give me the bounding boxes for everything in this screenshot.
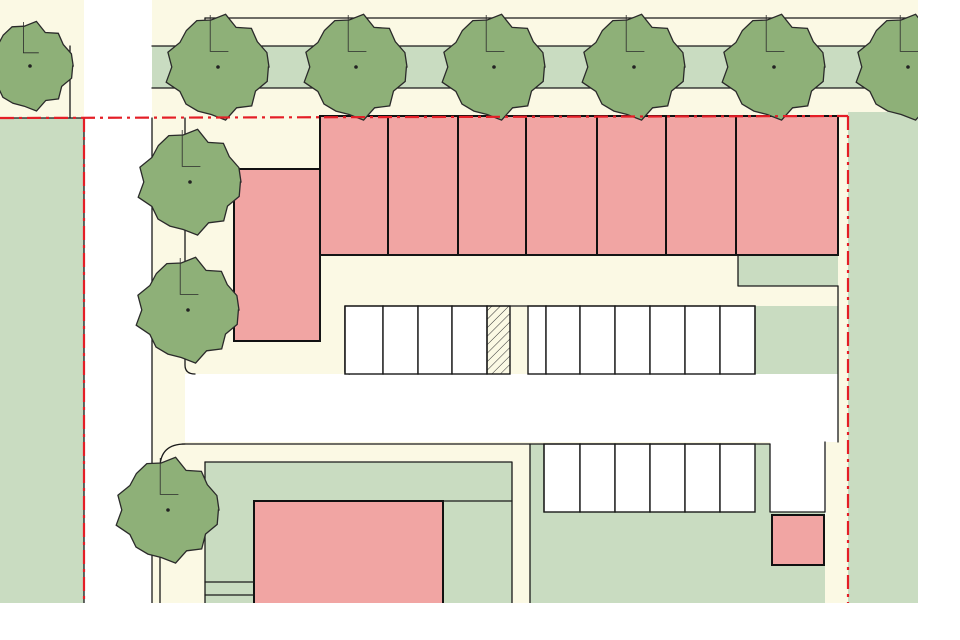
trees [0, 13, 918, 564]
parking-stall [684, 443, 721, 513]
parking-stalls-lower [543, 443, 756, 513]
townhouse-unit [387, 115, 459, 256]
side-tree [115, 456, 220, 564]
tree-crown [855, 13, 918, 121]
tree-trunk-dot [632, 65, 636, 69]
parking-stall [649, 305, 686, 375]
tree-trunk-dot [188, 180, 192, 184]
parking-stall [719, 443, 756, 513]
drive-aisle-spur [770, 440, 826, 515]
building-small [771, 514, 825, 566]
buildings [233, 115, 839, 603]
parking-stall [344, 305, 384, 375]
tree-trunk-dot [492, 65, 496, 69]
parking-stall [527, 305, 547, 375]
building-lower [253, 500, 444, 603]
townhouse-unit [735, 115, 839, 256]
tree-trunk-dot [28, 64, 32, 68]
tree-trunk-dot [216, 65, 220, 69]
tree-trunk-dot [354, 65, 358, 69]
tree-trunk-dot [906, 65, 910, 69]
parking-stall [614, 443, 651, 513]
street-tree [303, 13, 408, 121]
townhouse-unit [525, 115, 598, 256]
parking-stall [451, 305, 488, 375]
parking-stall [719, 305, 756, 375]
building-left [233, 168, 321, 342]
property-boundary-line [0, 114, 850, 603]
tree-trunk-dot [166, 508, 170, 512]
townhouse-unit [319, 115, 389, 256]
street-tree [581, 13, 686, 121]
street-tree [441, 13, 546, 121]
parking-stall [649, 443, 686, 513]
accessible-parking-stall [486, 305, 511, 375]
side-tree [137, 128, 242, 236]
lawn-left [0, 118, 84, 603]
tree-trunk-dot [186, 308, 190, 312]
parking-stall [543, 443, 581, 513]
parking-stall [382, 305, 419, 375]
side-tree [135, 256, 240, 364]
lawn-east-mid [755, 306, 838, 374]
tree-crown [0, 20, 74, 112]
street-tree [721, 13, 826, 121]
street-tree [0, 20, 74, 112]
parking-stall [545, 305, 581, 375]
building-row-townhouses [319, 115, 839, 256]
parking-stall [417, 305, 453, 375]
lawn-right [848, 112, 918, 603]
townhouse-unit [596, 115, 667, 256]
townhouse-unit [457, 115, 527, 256]
lawn-notch [738, 256, 838, 286]
parking-stall [579, 305, 616, 375]
tree-trunk-dot [772, 65, 776, 69]
street-tree [855, 13, 918, 121]
parking-stall [579, 443, 616, 513]
drive-aisle-main [185, 374, 838, 442]
street-tree [165, 13, 270, 121]
parking-stall [684, 305, 721, 375]
parking-stalls-upper [344, 305, 756, 375]
townhouse-unit [665, 115, 737, 256]
parking-stall [614, 305, 651, 375]
